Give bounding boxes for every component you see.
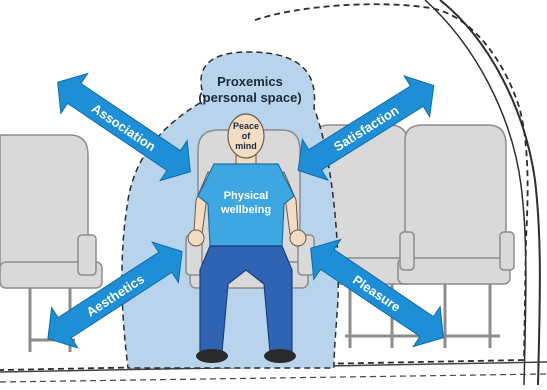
right-seat-back-2: [404, 124, 507, 266]
floor-dashed-line: [0, 373, 547, 383]
body-labels: Peace of mind Physical wellbeing: [220, 121, 271, 216]
arrow-satisfaction-shape: [297, 74, 435, 182]
left-seat-cushion: [0, 261, 103, 289]
arrow-aesthetics-shape: [47, 241, 183, 349]
right-seat-cushion-2: [397, 257, 511, 285]
head-label-line2: of: [242, 131, 251, 141]
left-seat-back-far: [0, 134, 89, 271]
proxemics-label-line2: (personal space): [198, 90, 301, 105]
passenger-head: [227, 113, 265, 159]
proxemics-label-line1: Proxemics: [217, 74, 283, 89]
torso-label-line1: Physical: [224, 190, 269, 202]
fuselage-outer-wall: [439, 0, 541, 386]
passenger-left-hand: [187, 229, 205, 247]
arrow-pleasure-shape: [310, 238, 444, 348]
proxemics-title: Proxemics (personal space): [198, 74, 301, 105]
left-seat-armrest: [77, 234, 97, 276]
arrow-association-shape: [57, 72, 191, 182]
fuselage-inner-wall: [424, 0, 527, 386]
right-seat-armrest-2: [499, 231, 515, 271]
passenger-left-shoe: [196, 349, 228, 363]
right-seat-armrest-1: [399, 231, 415, 271]
passenger-right-hand: [289, 229, 307, 247]
left-seats: [0, 134, 103, 352]
passenger: [187, 113, 307, 363]
fuselage-dashed-outline: [0, 3, 529, 371]
passenger-jeans: [199, 245, 293, 353]
passenger-right-shoe: [264, 349, 296, 363]
torso-label-line2: wellbeing: [220, 204, 271, 216]
head-label-line3: mind: [235, 141, 257, 151]
head-label-line1: Peace: [233, 121, 259, 131]
arrow-association-label: Association: [89, 101, 159, 155]
